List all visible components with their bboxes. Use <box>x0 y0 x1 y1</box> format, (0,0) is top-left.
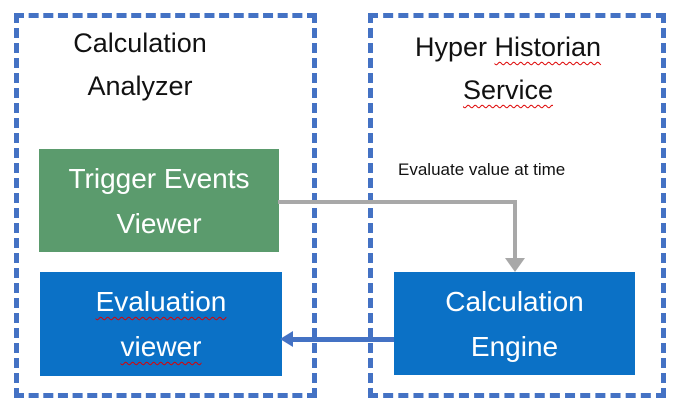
hyper-historian-group-border <box>368 13 666 398</box>
hyper-historian-title-line2: Service <box>388 69 628 112</box>
trigger-events-viewer-node: Trigger Events Viewer <box>39 149 279 252</box>
calculation-analyzer-title-line2: Analyzer <box>87 71 193 101</box>
evaluate-value-label: Evaluate value at time <box>398 160 566 179</box>
calculation-analyzer-title: Calculation Analyzer <box>20 22 260 108</box>
evaluation-viewer-line1: Evaluation <box>96 279 227 324</box>
hyper-word: Hyper <box>414 32 487 62</box>
evaluation-word-misspelled: Evaluation <box>95 286 227 317</box>
calculation-engine-line1: Calculation <box>445 285 584 317</box>
result-arrow-line <box>292 337 394 342</box>
evaluation-viewer-node: Evaluation viewer <box>40 272 282 376</box>
calculation-analyzer-title-line1: Calculation <box>73 28 207 58</box>
historian-word-misspelled: Historian <box>494 32 602 62</box>
evaluate-arrow-horizontal-segment <box>278 200 517 204</box>
service-word-misspelled: Service <box>462 75 554 105</box>
hyper-historian-title-line1: Hyper Historian <box>388 26 628 69</box>
calculation-engine-node: Calculation Engine <box>394 272 635 375</box>
viewer-word-misspelled: viewer <box>120 331 202 362</box>
trigger-events-viewer-line1: Trigger Events <box>68 162 250 194</box>
calculation-engine-line2: Engine <box>470 330 559 362</box>
evaluate-arrow-vertical-segment <box>513 200 517 258</box>
hyper-historian-title: Hyper Historian Service <box>388 26 628 112</box>
trigger-events-viewer-line2: Viewer <box>116 207 202 239</box>
evaluation-viewer-line2: viewer <box>121 324 202 369</box>
result-arrow-head-icon <box>280 331 293 347</box>
evaluate-arrow-head-icon <box>505 258 525 272</box>
calculation-analyzer-group-border <box>14 13 317 398</box>
